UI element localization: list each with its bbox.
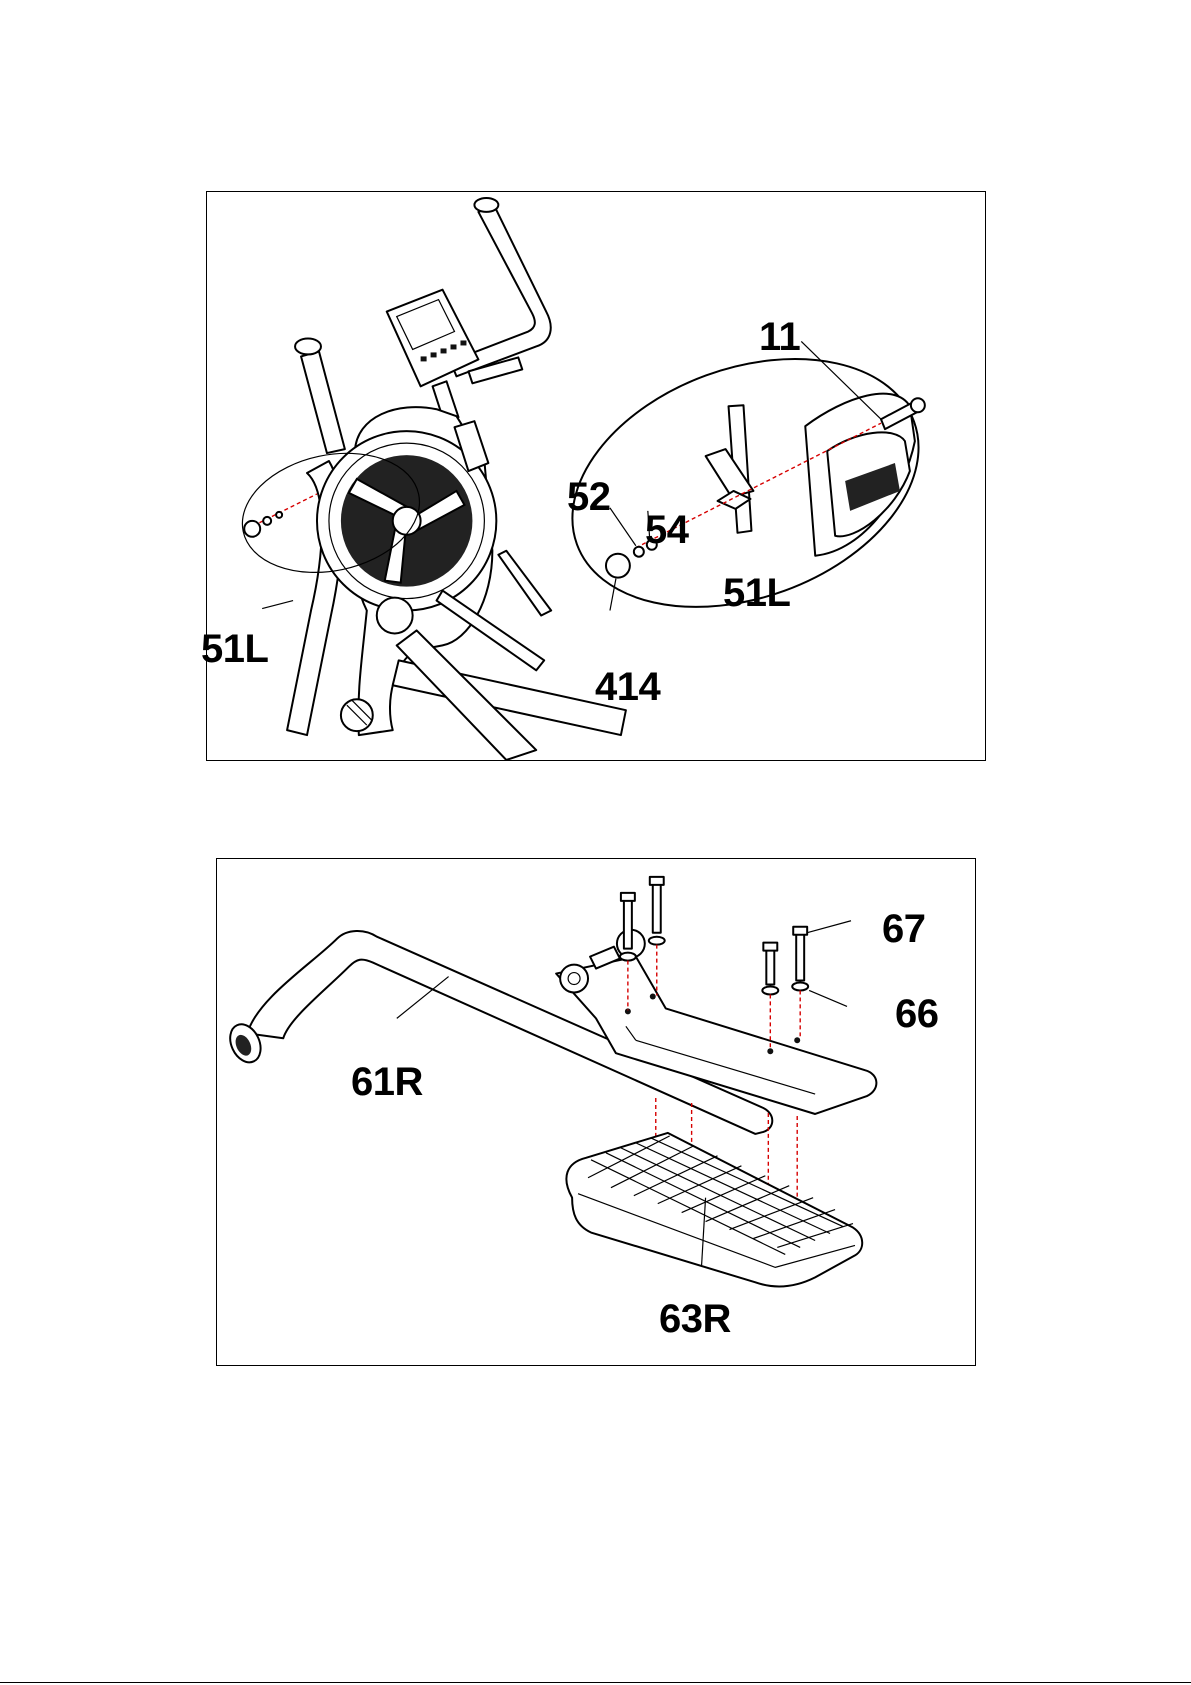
callout-63r: 63R (659, 1299, 731, 1339)
callout-11: 11 (759, 317, 800, 357)
callout-66: 66 (895, 994, 939, 1034)
callout-51l-detail: 51L (723, 573, 790, 613)
pedal-assembly-drawing (217, 859, 975, 1365)
callout-51l: 51L (201, 629, 268, 669)
callout-61r: 61R (351, 1062, 423, 1102)
callout-54: 54 (645, 510, 689, 550)
pedal-63r (566, 1133, 862, 1287)
callout-414: 414 (595, 667, 660, 707)
figure-upper-assembly: 11 52 54 51L 414 51L (206, 191, 986, 761)
page-bottom-rule (0, 1682, 1191, 1683)
figure-pedal-assembly: 67 66 61R 63R (216, 858, 976, 1366)
callout-67: 67 (882, 909, 926, 949)
bolts-67 (621, 877, 807, 985)
callout-52: 52 (567, 477, 611, 517)
